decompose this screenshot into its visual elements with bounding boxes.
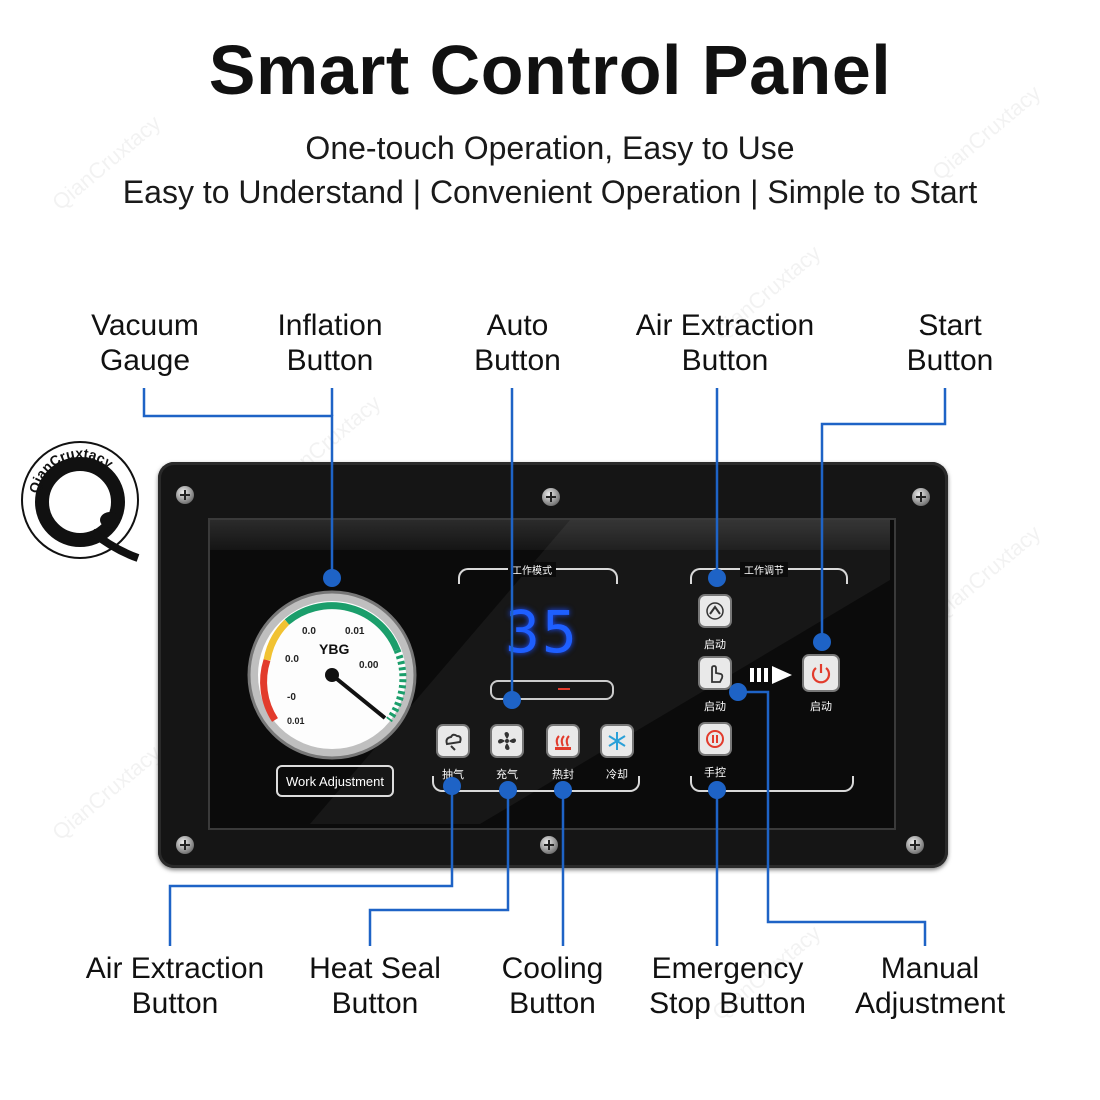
svg-text:0.0: 0.0	[285, 654, 299, 665]
chevron-up-icon	[706, 602, 724, 620]
inflation-caption: 充气	[496, 769, 518, 781]
screw-icon	[542, 488, 560, 506]
air-extraction-icon	[445, 733, 462, 751]
screw-icon	[540, 836, 558, 854]
start-caption: 启动	[810, 701, 832, 713]
work-adjustment-label: Work Adjustment	[276, 765, 394, 797]
adjust-caption: 启动	[704, 639, 726, 651]
air-extraction-caption: 抽气	[442, 769, 464, 781]
svg-text:0.0: 0.0	[302, 626, 316, 637]
section-title-mode: 工作模式	[508, 562, 556, 577]
arrow-right-icon	[750, 666, 792, 684]
svg-text:0.01: 0.01	[287, 716, 305, 726]
page-title: Smart Control Panel	[208, 31, 892, 109]
emergency-stop-button[interactable]	[698, 722, 732, 756]
manual-caption: 启动	[704, 701, 726, 713]
display-indicator	[490, 680, 614, 700]
air-extraction-button[interactable]	[436, 724, 470, 758]
emergency-caption: 手控	[704, 767, 726, 779]
power-icon	[811, 664, 831, 684]
start-button[interactable]	[802, 654, 840, 692]
fan-icon	[498, 732, 516, 750]
snowflake-icon	[608, 732, 626, 750]
section-bracket	[690, 776, 854, 792]
subtitle-line-1: One-touch Operation, Easy to Use	[305, 130, 795, 166]
screw-icon	[176, 486, 194, 504]
panel-glass	[210, 520, 890, 550]
vacuum-gauge: YBG 0.0 0.01 0.0 0.00 -0 0.01	[247, 590, 417, 760]
heat-seal-button[interactable]	[546, 724, 580, 758]
air-extraction-adjust-button[interactable]	[698, 594, 732, 628]
screw-icon	[176, 836, 194, 854]
manual-adjustment-button[interactable]	[698, 656, 732, 690]
brand-logo: QianCruxtacy	[20, 440, 140, 562]
cooling-caption: 冷却	[606, 769, 628, 781]
svg-text:0.01: 0.01	[345, 626, 365, 637]
heat-seal-caption: 热封	[552, 769, 574, 781]
svg-text:0.00: 0.00	[359, 660, 379, 671]
gauge-brand: YBG	[319, 641, 349, 657]
stop-icon	[706, 730, 724, 748]
cooling-button[interactable]	[600, 724, 634, 758]
screw-icon	[912, 488, 930, 506]
subtitle-line-2: Easy to Understand | Convenient Operatio…	[122, 174, 978, 210]
screw-icon	[906, 836, 924, 854]
digital-display: 35	[505, 598, 579, 666]
section-title-adjust: 工作调节	[740, 562, 788, 577]
inflation-button[interactable]	[490, 724, 524, 758]
heat-icon	[555, 735, 571, 750]
svg-text:-0: -0	[287, 692, 296, 703]
hand-icon	[711, 665, 724, 683]
section-bracket	[432, 776, 640, 792]
